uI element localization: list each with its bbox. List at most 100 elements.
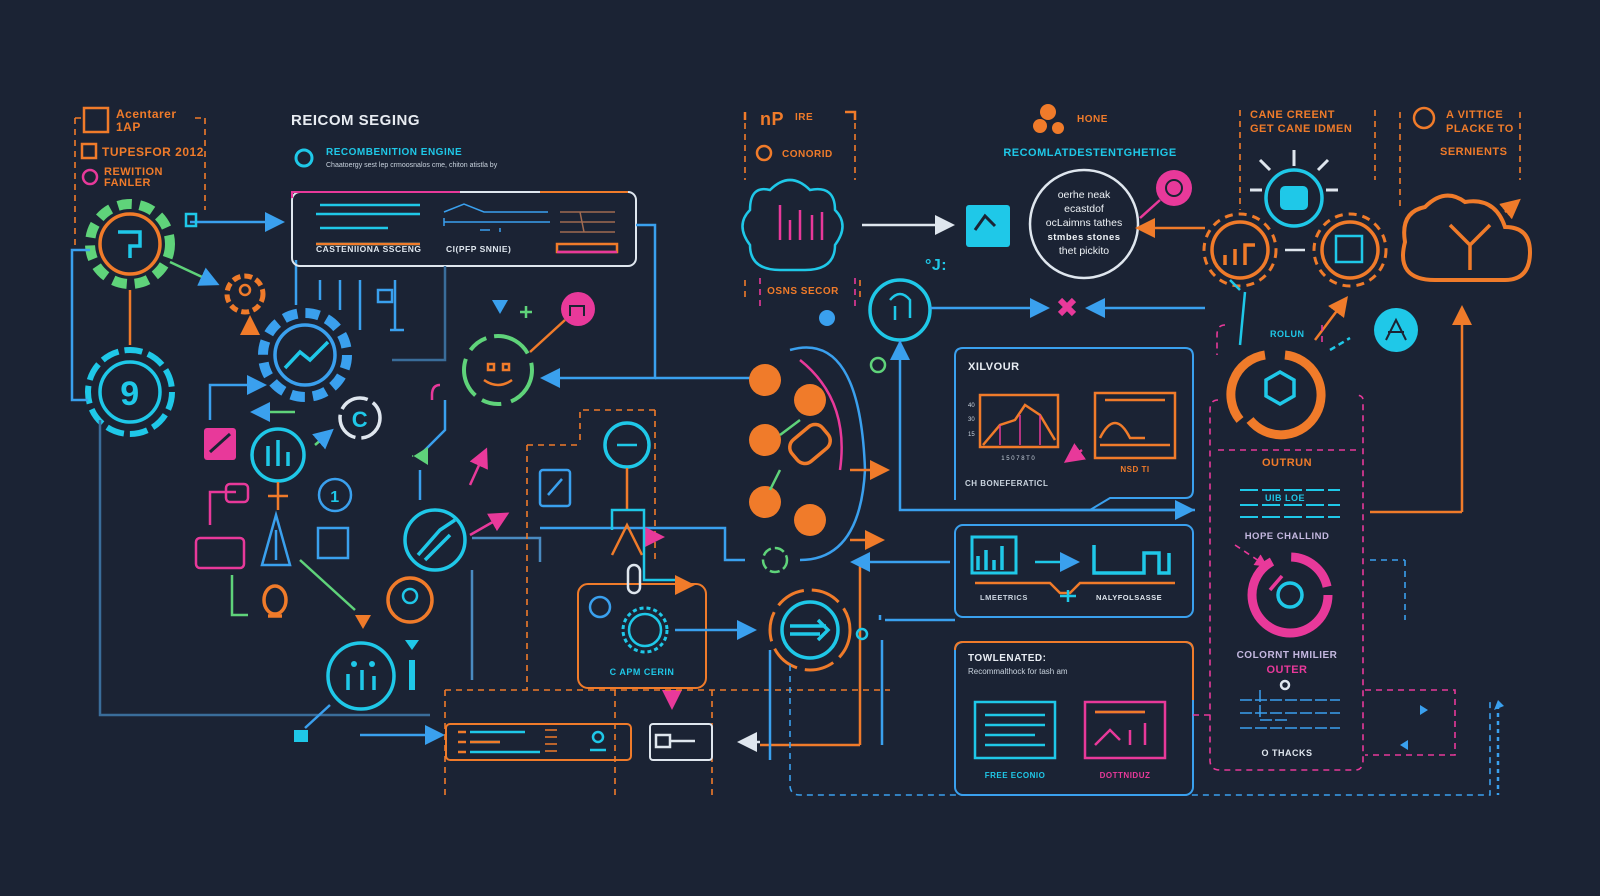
outer-label: OUTER xyxy=(1267,664,1308,676)
virus-icon[interactable] xyxy=(1156,170,1192,206)
mini-area-chart xyxy=(978,393,1060,449)
y-tick: 30 xyxy=(968,417,975,423)
np-logo: nP xyxy=(760,109,784,129)
label: GET CANE IDMEN xyxy=(1250,123,1352,135)
label: A VITTICE xyxy=(1446,109,1503,121)
user-node[interactable] xyxy=(386,576,434,624)
tolerated-panel[interactable]: TOWLENATED: Recommalthock for tash am FR… xyxy=(954,641,1194,796)
cloud-node[interactable] xyxy=(1401,193,1533,282)
puzzle-icon xyxy=(118,230,142,258)
bubble-line: ocLaimns tathes xyxy=(1046,217,1122,229)
chip-chart-icon xyxy=(1083,700,1167,760)
engine-panel[interactable]: CASTENIIONA SSCENG CI(PFP SNNIE) xyxy=(291,191,637,267)
engine-title: RECOMBENITION ENGINE xyxy=(326,147,462,158)
refresh-node[interactable] xyxy=(338,396,382,440)
y-tick: 40 xyxy=(968,403,975,409)
panel-label: CASTENIIONA SSCENG xyxy=(316,244,422,254)
growth-gear-node[interactable] xyxy=(258,308,352,402)
tower-icon xyxy=(260,510,292,567)
label-ire: IRE xyxy=(795,112,813,123)
user-gear-node[interactable] xyxy=(224,273,266,315)
gear-node-main[interactable] xyxy=(85,199,175,289)
colorant-label: COLORNT HMILIER xyxy=(1237,650,1338,661)
bubble-line: thet pickito xyxy=(1059,245,1109,257)
settings-icon xyxy=(755,144,773,162)
svg-text:1: 1 xyxy=(330,489,339,506)
bottom-stats-panel[interactable] xyxy=(445,723,632,761)
edit-icon[interactable] xyxy=(538,468,572,508)
bubble-line: stmbes stones xyxy=(1047,232,1120,243)
panel-caption: DOTTNIDUZ xyxy=(1100,771,1151,780)
panel-label: CI(PFP SNNIE) xyxy=(446,244,511,254)
legend-label: TUPESFOR 2012 xyxy=(102,145,204,159)
hexagon-cycle-node[interactable] xyxy=(1226,350,1326,440)
engine-circle-icon xyxy=(294,148,314,168)
nine-icon: 9 xyxy=(120,375,139,413)
cpu-gear-node[interactable] xyxy=(768,588,869,672)
analytics-bubble[interactable] xyxy=(561,292,595,326)
x-ticks: 1 5 0 7 8 T 0 xyxy=(1001,456,1035,462)
panel-caption: CH BONEFERATICL xyxy=(965,479,1048,488)
line-label: UIB LOE xyxy=(1265,493,1305,503)
database-node[interactable] xyxy=(1250,150,1338,228)
network-icon xyxy=(81,168,99,186)
panel-subtitle: Recommalthock for tash am xyxy=(968,667,1068,676)
page-title: REICOM SEGING xyxy=(291,112,420,129)
panel-caption: NALYFOLSASSE xyxy=(1096,593,1162,602)
sensor-label: OSNS SECOR xyxy=(767,286,839,297)
tracks-label: O THACKS xyxy=(1262,748,1313,758)
fingerprint-node[interactable] xyxy=(868,278,932,342)
face-node[interactable] xyxy=(603,421,651,469)
legend-label: Acentarer xyxy=(116,107,177,121)
pink-cycle-node[interactable] xyxy=(1247,552,1333,638)
monitor-gear-node[interactable] xyxy=(1312,212,1388,288)
flow-panel[interactable]: LMEETRICS NALYFOLSASSE xyxy=(954,524,1194,618)
bar-chart-gear-node[interactable] xyxy=(1202,212,1278,288)
star-icon xyxy=(492,300,508,314)
panel-title: TOWLENATED: xyxy=(968,653,1046,664)
chart-tile[interactable] xyxy=(966,205,1010,247)
engine-center-title: RECOMLATDESTENTGHETIGE xyxy=(1003,147,1176,159)
y-tick: 15 xyxy=(968,432,975,438)
mini-monitor xyxy=(1093,391,1177,460)
bubble-line: ecastdof xyxy=(1064,203,1104,215)
legend-label: REWITION xyxy=(104,166,163,178)
label-conorid: CONORID xyxy=(782,149,833,160)
label: PLACKE TO xyxy=(1446,123,1514,135)
panel-caption: FREE ECONIO xyxy=(985,771,1046,780)
hope-label: HOPE CHALLIND xyxy=(1245,531,1330,542)
brain-node[interactable] xyxy=(741,178,844,272)
legend-box-left: Acentarer 1AP TUPESFOR 2012 REWITION FAN… xyxy=(74,106,206,250)
gear-icon xyxy=(1412,106,1436,130)
hand-node[interactable] xyxy=(403,508,467,572)
legend-label: 1AP xyxy=(116,120,141,134)
legend-label: FANLER xyxy=(104,177,151,189)
process-caption: C APM CERIN xyxy=(610,667,675,677)
trend-up-icon xyxy=(283,340,330,370)
outrun-label: OUTRUN xyxy=(1262,457,1312,469)
music-node[interactable] xyxy=(250,427,306,483)
panel-title: XILVOUR xyxy=(968,361,1020,373)
message-node[interactable] xyxy=(194,536,246,570)
panel-caption: NSD TI xyxy=(1120,465,1149,474)
people-node[interactable] xyxy=(326,641,396,711)
svg-text:°J:: °J: xyxy=(925,257,947,274)
cube-icon xyxy=(82,106,110,134)
panel-caption: LMEETRICS xyxy=(980,593,1028,602)
xilvour-panel[interactable]: XILVOUR 40 30 15 1 5 0 7 8 T 0 CH BONEFE… xyxy=(900,347,1194,511)
label: SERNIENTS xyxy=(1440,146,1507,158)
orange-chain[interactable] xyxy=(749,346,867,562)
calendar-icon xyxy=(80,142,98,160)
gear-node-nine[interactable]: 9 xyxy=(85,347,175,437)
feedback-node[interactable] xyxy=(462,334,534,406)
truck-box[interactable] xyxy=(649,723,713,761)
hone-label: HONE xyxy=(1077,114,1108,125)
engine-subtitle: Chaatoergy sest lep crmoosnalos cme, chi… xyxy=(326,162,498,169)
process-box[interactable]: C APM CERIN xyxy=(577,563,707,689)
doc-icon xyxy=(973,700,1057,760)
node-label: ROLUN xyxy=(1270,329,1305,339)
hone-logo xyxy=(1033,104,1064,134)
pencil-bubble[interactable] xyxy=(1374,308,1418,352)
lightbulb-node[interactable] xyxy=(262,584,288,618)
